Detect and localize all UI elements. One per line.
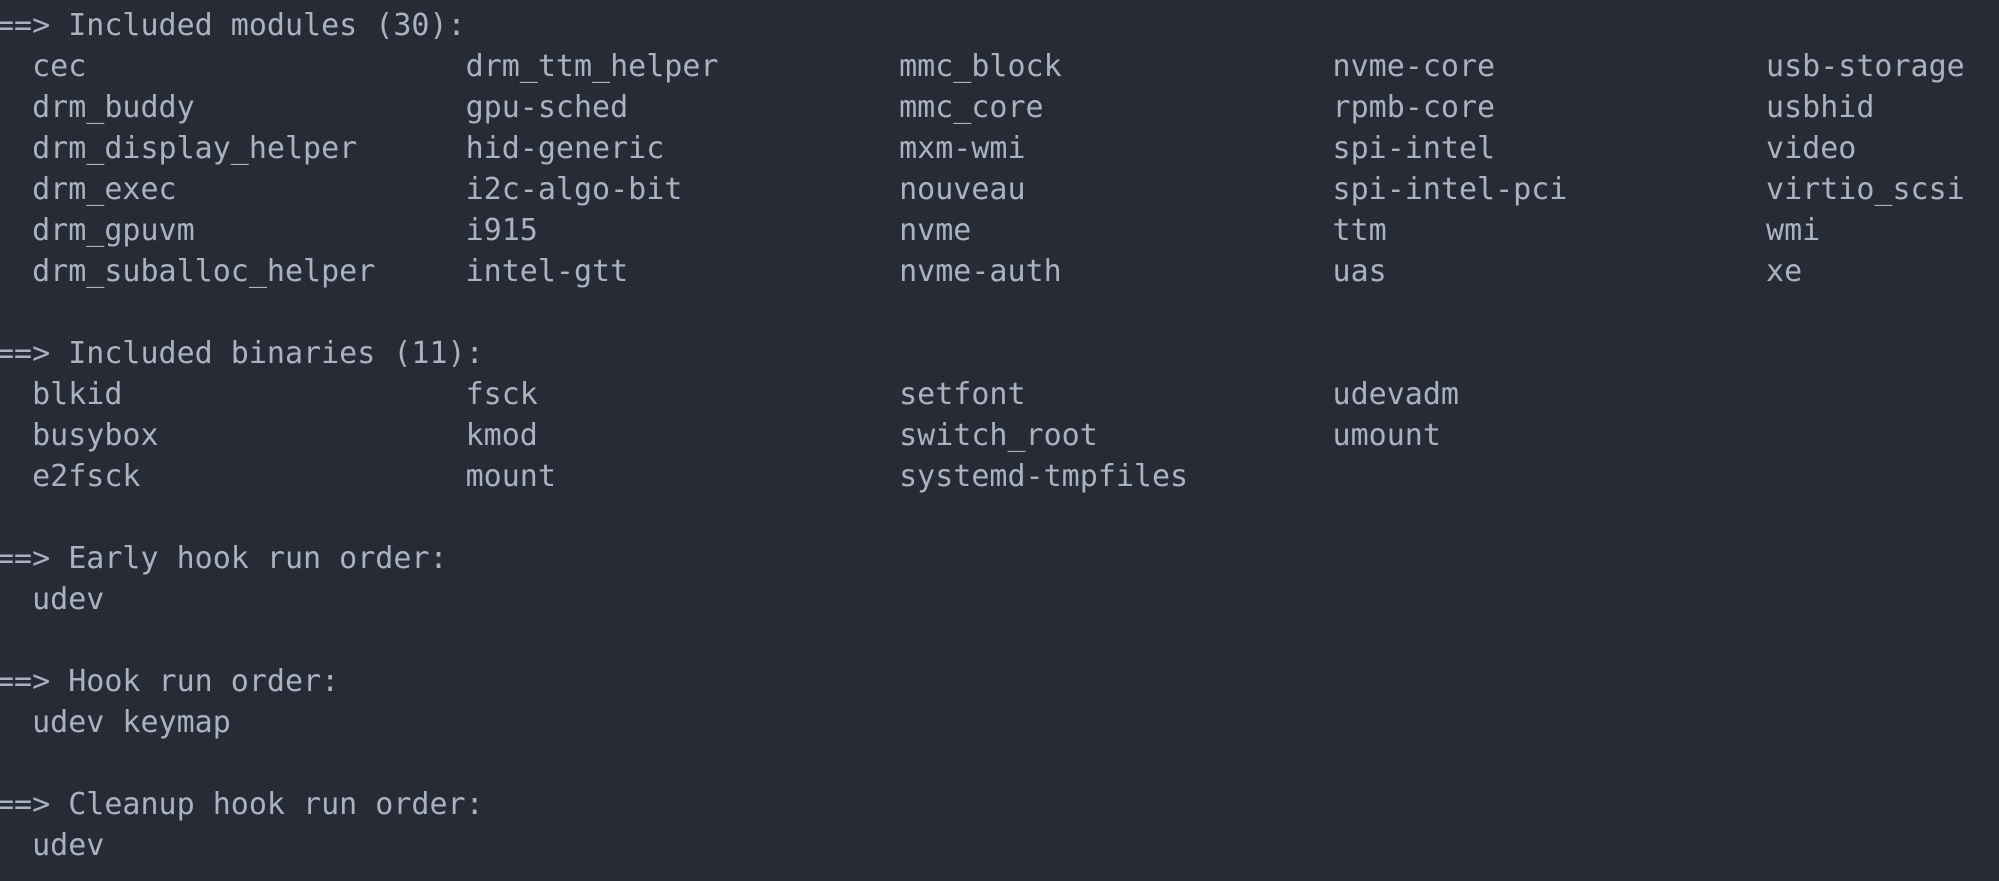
blank-line [0, 497, 1999, 538]
output-line: e2fsck mount systemd-tmpfiles [0, 459, 1189, 494]
output-line: drm_suballoc_helper intel-gtt nvme-auth … [0, 254, 1803, 289]
output-line: udev keymap [0, 705, 231, 740]
blank-line [0, 292, 1999, 333]
output-line: drm_exec i2c-algo-bit nouveau spi-intel-… [0, 172, 1965, 207]
blank-line [0, 620, 1999, 661]
section-header: ==> Included modules (30): [0, 8, 466, 43]
output-line: udev [0, 828, 105, 863]
output-line: drm_buddy gpu-sched mmc_core rpmb-core u… [0, 90, 1875, 125]
section-header: ==> Included binaries (11): [0, 336, 484, 371]
section-header: ==> Early hook run order: [0, 541, 448, 576]
blank-line [0, 743, 1999, 784]
section-header: ==> Cleanup hook run order: [0, 787, 484, 822]
output-line: udev [0, 582, 105, 617]
section-header: ==> Hook run order: [0, 664, 340, 699]
output-line: drm_display_helper hid-generic mxm-wmi s… [0, 131, 1857, 166]
output-line: cec drm_ttm_helper mmc_block nvme-core u… [0, 49, 1965, 84]
output-line: drm_gpuvm i915 nvme ttm wmi [0, 213, 1821, 248]
output-line: blkid fsck setfont udevadm [0, 377, 1459, 412]
output-line: busybox kmod switch_root umount [0, 418, 1441, 453]
